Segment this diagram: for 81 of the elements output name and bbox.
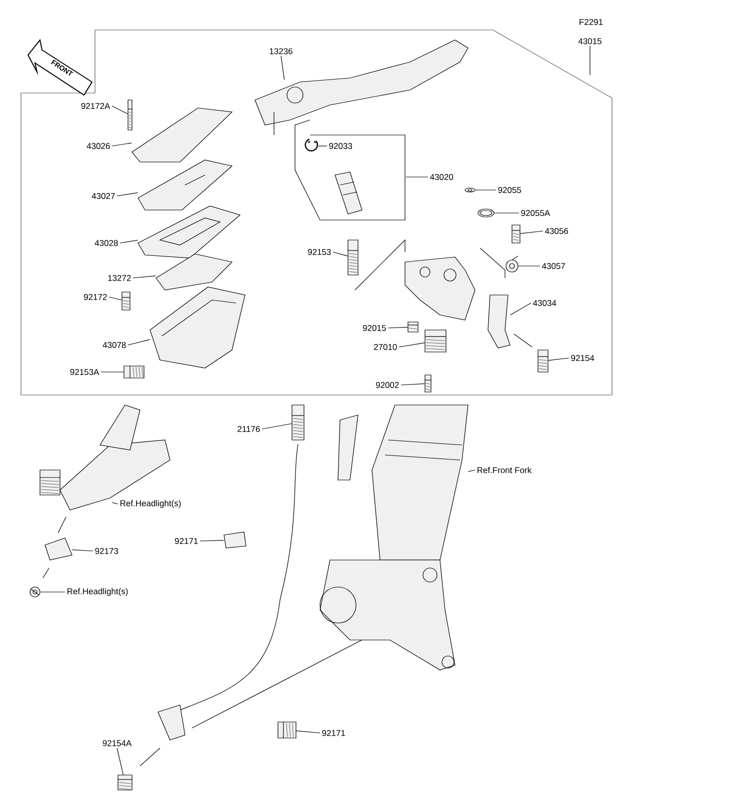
part-drawing <box>488 294 510 348</box>
part-drawing <box>478 208 494 218</box>
part-drawing <box>128 100 132 130</box>
part-drawing <box>424 330 446 352</box>
leader-line <box>280 56 285 80</box>
leader-line <box>494 212 520 214</box>
part-number: 21176 <box>238 426 260 432</box>
part-drawing <box>254 40 468 136</box>
part-number: 92153A <box>70 369 100 375</box>
leader-line <box>332 252 348 256</box>
leader-line <box>72 550 94 552</box>
part-number: 43026 <box>86 143 110 149</box>
part-drawing <box>138 160 233 210</box>
part-number: 92172 <box>84 294 107 300</box>
part-number: 92173 <box>95 548 118 554</box>
leader-line <box>262 423 292 430</box>
leader-line <box>520 230 544 234</box>
leader-line <box>468 470 476 472</box>
part-drawing <box>278 722 296 738</box>
part-drawing <box>30 586 40 598</box>
leader-line <box>112 502 118 504</box>
part-drawing <box>44 538 72 560</box>
part-number: 43034 <box>532 300 556 306</box>
part-drawing <box>118 774 132 790</box>
part-number: 43020 <box>430 174 454 180</box>
leader-line <box>112 106 128 114</box>
part-number: 92171 <box>322 730 346 736</box>
part-drawing <box>122 292 130 310</box>
part-number: Ref.Headlight(s) <box>120 500 181 508</box>
part-number: 92154 <box>571 355 594 361</box>
part-drawing <box>304 138 318 152</box>
leader-line <box>128 339 150 346</box>
part-drawing <box>320 404 468 670</box>
part-number: 43057 <box>542 263 565 269</box>
part-number: Ref.Headlight(s) <box>68 588 128 596</box>
part-number: 43078 <box>102 342 126 348</box>
leader-line <box>548 358 570 361</box>
part-number: 13272 <box>108 275 131 281</box>
leader-line <box>116 192 138 196</box>
part-drawing <box>132 108 233 162</box>
leader-line <box>388 326 408 328</box>
part-number: 13236 <box>270 48 292 54</box>
part-drawing <box>408 322 418 332</box>
part-drawing <box>506 256 518 272</box>
part-number: 92055 <box>498 187 522 193</box>
part-number: 92154A <box>102 740 132 746</box>
leader-line <box>510 302 532 316</box>
part-drawing <box>464 188 476 192</box>
part-number: 43056 <box>544 228 568 234</box>
leader-line <box>296 730 320 734</box>
leader-line <box>400 383 425 386</box>
part-number: 43027 <box>92 193 115 199</box>
part-drawing <box>124 366 144 378</box>
leader-line <box>398 342 425 348</box>
part-number: 92171 <box>174 538 198 544</box>
leader-line <box>108 296 122 300</box>
part-drawing <box>424 374 432 392</box>
leader-line <box>116 748 124 775</box>
leader-line <box>406 176 428 178</box>
part-number: 92055A <box>521 210 550 216</box>
part-number: 43028 <box>94 240 118 246</box>
part-drawing <box>224 532 246 548</box>
part-drawing <box>138 206 241 258</box>
part-number: 92002 <box>376 382 399 388</box>
part-drawing <box>538 350 548 372</box>
part-drawing <box>292 404 304 440</box>
part-number: 92015 <box>362 325 386 331</box>
figure-code: F2291 <box>580 19 603 25</box>
leader-line <box>112 142 132 146</box>
part-drawing <box>348 240 358 276</box>
part-drawing <box>156 254 233 290</box>
leader-line <box>200 540 224 542</box>
part-number: 92172A <box>81 103 110 109</box>
part-number: Ref.Front Fork <box>478 466 532 474</box>
part-number: 27010 <box>374 344 397 350</box>
part-number: 43015 <box>578 38 602 44</box>
part-number: 92153 <box>308 249 331 255</box>
part-drawing <box>512 224 520 244</box>
leader-line <box>120 240 138 244</box>
part-number: 92033 <box>329 143 352 149</box>
leader-line <box>132 275 156 278</box>
